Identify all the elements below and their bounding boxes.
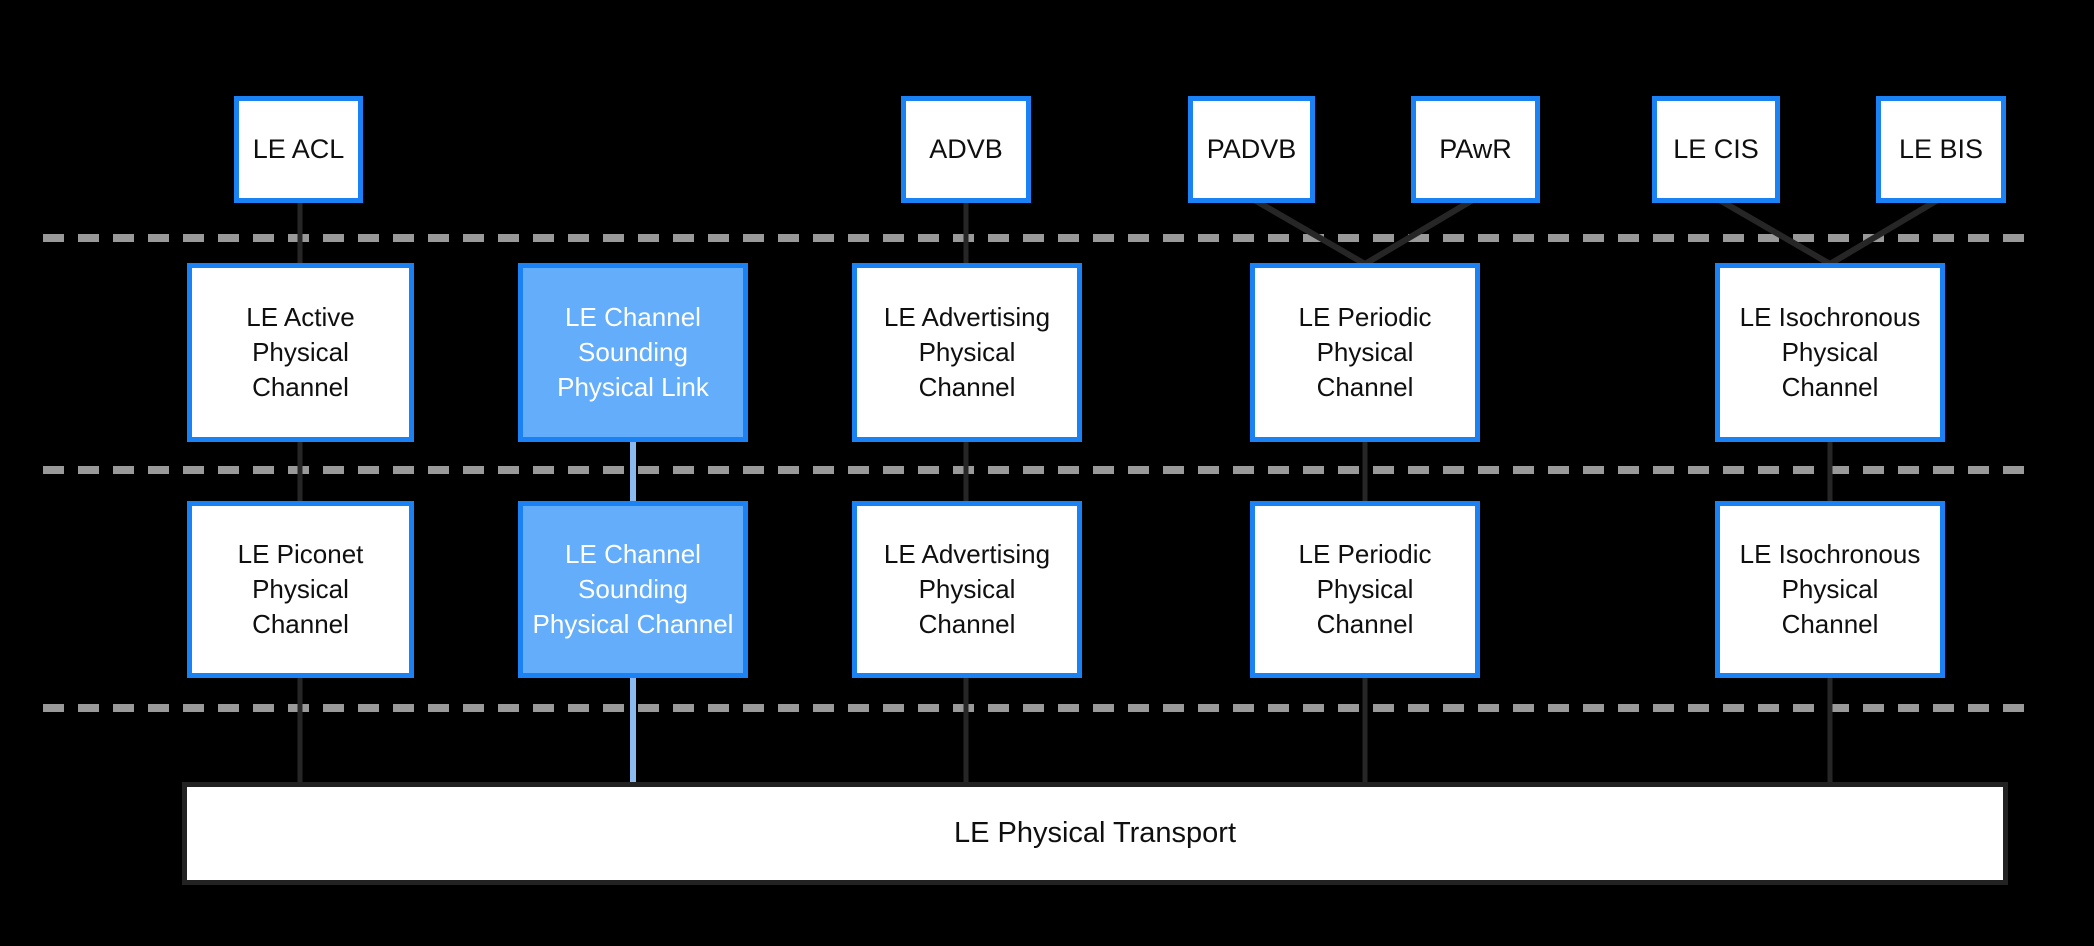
box-le-advertising-physical-channel-lower: LE Advertising Physical Channel [852, 501, 1082, 678]
box-le-isochronous-physical-channel-upper: LE Isochronous Physical Channel [1715, 263, 1945, 442]
box-le-periodic-physical-channel-lower-label: LE Periodic Physical Channel [1298, 538, 1432, 640]
box-le-cis-label: LE CIS [1673, 134, 1759, 165]
box-le-channel-sounding-physical-channel: LE Channel Sounding Physical Channel [518, 501, 748, 678]
box-le-cis: LE CIS [1652, 96, 1780, 203]
box-advb-label: ADVB [929, 134, 1003, 165]
box-le-advertising-physical-channel-upper-label: LE Advertising Physical Channel [883, 301, 1051, 403]
box-padvb-label: PADVB [1206, 134, 1297, 165]
connector-le-cis-to-isochronous [1714, 195, 1832, 267]
box-le-channel-sounding-physical-link-label: LE Channel Sounding Physical Link [557, 301, 709, 403]
box-pawr-label: PAwR [1439, 134, 1512, 165]
box-le-periodic-physical-channel-upper-label: LE Periodic Physical Channel [1298, 301, 1432, 403]
box-le-active-physical-channel-label: LE Active Physical Channel [246, 301, 355, 403]
box-le-piconet-physical-channel: LE Piconet Physical Channel [187, 501, 414, 678]
connector-le-bis-to-isochronous [1828, 195, 1943, 267]
box-le-active-physical-channel: LE Active Physical Channel [187, 263, 414, 442]
box-le-piconet-physical-channel-label: LE Piconet Physical Channel [237, 538, 364, 640]
box-padvb: PADVB [1188, 96, 1315, 203]
box-le-acl: LE ACL [234, 96, 363, 203]
box-le-channel-sounding-physical-link: LE Channel Sounding Physical Link [518, 263, 748, 442]
box-le-isochronous-physical-channel-lower: LE Isochronous Physical Channel [1715, 501, 1945, 678]
box-le-bis-label: LE BIS [1898, 134, 1984, 165]
box-pawr: PAwR [1411, 96, 1540, 203]
box-le-advertising-physical-channel-lower-label: LE Advertising Physical Channel [883, 538, 1051, 640]
connector-padvb-to-periodic [1249, 195, 1367, 267]
box-le-physical-transport-label: LE Physical Transport [953, 817, 1237, 849]
box-le-isochronous-physical-channel-lower-label: LE Isochronous Physical Channel [1739, 538, 1921, 640]
box-le-acl-label: LE ACL [252, 134, 345, 165]
box-le-isochronous-physical-channel-upper-label: LE Isochronous Physical Channel [1739, 301, 1921, 403]
box-le-bis: LE BIS [1876, 96, 2006, 203]
box-le-channel-sounding-physical-channel-label: LE Channel Sounding Physical Channel [532, 538, 734, 640]
box-le-periodic-physical-channel-upper: LE Periodic Physical Channel [1250, 263, 1480, 442]
box-le-periodic-physical-channel-lower: LE Periodic Physical Channel [1250, 501, 1480, 678]
connector-pawr-to-periodic [1363, 195, 1478, 267]
box-advb: ADVB [901, 96, 1031, 203]
box-le-physical-transport: LE Physical Transport [182, 782, 2008, 885]
box-le-advertising-physical-channel-upper: LE Advertising Physical Channel [852, 263, 1082, 442]
